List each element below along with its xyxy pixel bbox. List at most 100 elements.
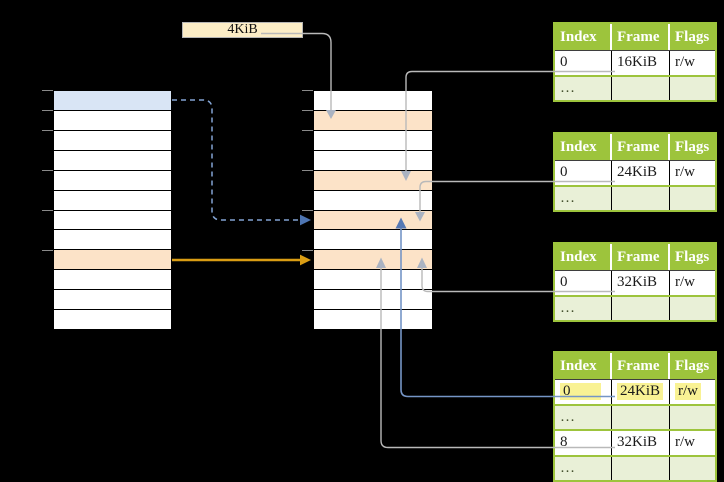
cell-flags	[670, 406, 715, 430]
address-tick	[302, 110, 313, 111]
column-header: Frame	[612, 353, 670, 379]
memory-row	[54, 109, 171, 130]
memory-row	[54, 289, 171, 309]
address-tick	[42, 210, 53, 211]
memory-row	[314, 269, 432, 289]
column-header: Frame	[612, 134, 670, 160]
memory-row	[54, 309, 171, 329]
table-row: …	[555, 403, 715, 430]
cell-frame	[612, 405, 670, 429]
memory-row	[314, 309, 432, 329]
memory-row	[54, 249, 171, 270]
cell-frame	[612, 296, 670, 320]
column-header: Frame	[612, 24, 670, 50]
cell-frame	[612, 456, 670, 480]
cell-flags	[670, 77, 715, 101]
memory-row	[54, 129, 171, 150]
column-header: Flags	[675, 138, 710, 155]
cell-index: …	[555, 296, 612, 320]
page-table-1: Index Frame Flags 0 16KiB r/w …	[553, 22, 717, 102]
address-tick	[42, 170, 53, 171]
cell-frame: 24KiB	[612, 161, 670, 185]
column-header: Frame	[612, 244, 670, 270]
cell-index: 0	[555, 51, 612, 75]
column-header: Index	[555, 353, 612, 379]
cell-index: …	[555, 76, 612, 100]
cell-frame: 16KiB	[612, 51, 670, 75]
table-row: 8 32KiB r/w	[555, 429, 715, 455]
physical-memory-column	[313, 90, 433, 330]
memory-row	[54, 269, 171, 289]
cell-index: 0	[555, 271, 612, 295]
memory-row	[54, 169, 171, 190]
column-header: Index	[555, 24, 612, 50]
address-tick	[302, 210, 313, 211]
cell-index: …	[555, 456, 612, 480]
address-tick	[42, 130, 53, 131]
cell-flags: r/w	[670, 380, 715, 404]
cell-index: 0	[555, 380, 612, 404]
arrow-virtual-to-physical-orange	[172, 254, 311, 266]
address-tick	[42, 90, 53, 91]
cell-flags	[670, 297, 715, 321]
cell-index: …	[555, 405, 612, 429]
cell-flags: r/w	[675, 54, 695, 71]
column-header: Flags	[675, 28, 710, 45]
memory-row	[54, 209, 171, 230]
cell-frame	[612, 76, 670, 100]
page-table-3: Index Frame Flags 0 32KiB r/w …	[553, 242, 717, 322]
table-row: …	[555, 294, 715, 321]
table-row-highlighted: 0 24KiB r/w	[555, 379, 715, 404]
memory-row	[314, 109, 432, 130]
table-header: Index Frame Flags	[555, 24, 715, 50]
cell-frame: 32KiB	[612, 271, 670, 295]
memory-row	[314, 169, 432, 190]
memory-row	[314, 129, 432, 150]
cell-flags: r/w	[675, 274, 695, 291]
cell-frame: 24KiB	[612, 380, 670, 404]
address-tick	[302, 90, 313, 91]
column-header: Index	[555, 134, 612, 160]
memory-row	[314, 149, 432, 170]
memory-row	[54, 91, 171, 110]
memory-row	[314, 229, 432, 249]
column-header: Flags	[675, 357, 710, 374]
table-row: …	[555, 184, 715, 211]
memory-row	[314, 189, 432, 210]
cell-frame: 32KiB	[612, 431, 670, 455]
column-header: Index	[555, 244, 612, 270]
page-size-label: 4KiB	[182, 22, 303, 38]
table-row: …	[555, 74, 715, 101]
cell-index: …	[555, 186, 612, 210]
virtual-memory-column	[53, 90, 172, 330]
memory-row	[314, 249, 432, 270]
address-tick	[42, 110, 53, 111]
page-table-4: Index Frame Flags 0 24KiB r/w … 8 32KiB …	[553, 351, 717, 482]
arrow-virtual-to-physical-dashed	[172, 99, 311, 226]
cell-index: 0	[555, 161, 612, 185]
table-header: Index Frame Flags	[555, 244, 715, 270]
memory-row	[54, 149, 171, 170]
address-tick	[302, 250, 313, 251]
cell-flags: r/w	[675, 164, 695, 181]
cell-flags	[670, 187, 715, 211]
page-table-2: Index Frame Flags 0 24KiB r/w …	[553, 132, 717, 212]
table-row: 0 24KiB r/w	[555, 160, 715, 185]
memory-row	[54, 229, 171, 249]
memory-row	[314, 289, 432, 309]
column-header: Flags	[675, 248, 710, 265]
address-tick	[42, 250, 53, 251]
address-tick	[302, 130, 313, 131]
table-row: …	[555, 454, 715, 481]
memory-row	[54, 189, 171, 210]
address-tick	[302, 170, 313, 171]
cell-frame	[612, 186, 670, 210]
table-row: 0 16KiB r/w	[555, 50, 715, 75]
cell-index: 8	[555, 431, 612, 455]
cell-flags	[670, 457, 715, 481]
cell-flags: r/w	[675, 434, 695, 451]
table-header: Index Frame Flags	[555, 353, 715, 379]
memory-row	[314, 209, 432, 230]
table-header: Index Frame Flags	[555, 134, 715, 160]
